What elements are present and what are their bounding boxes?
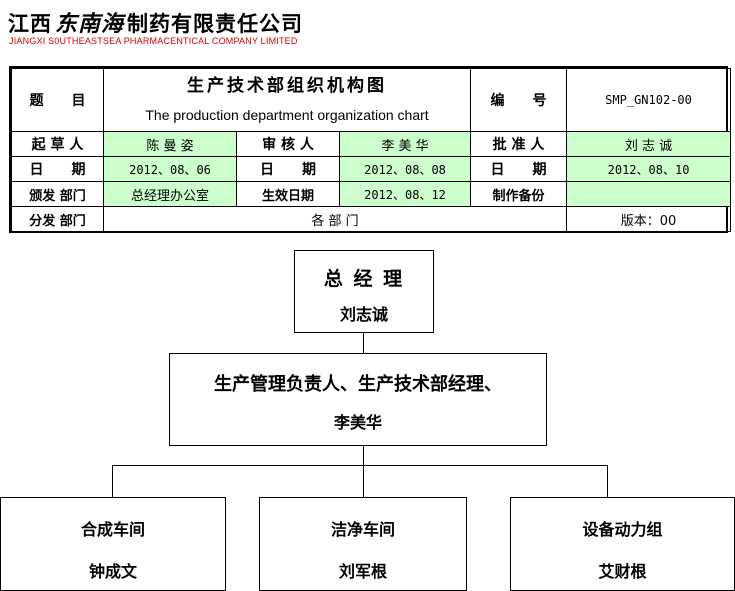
- node-name: 李美华: [333, 413, 382, 432]
- node-title: 总 经 理: [323, 268, 405, 290]
- connector-line: [363, 333, 364, 353]
- approver-label: 批 准 人: [470, 131, 568, 157]
- table-row: 分发 部门 各 部 门 版本：00: [11, 206, 732, 232]
- connector-line: [363, 465, 364, 497]
- review-date-value: 2012、08、08: [338, 156, 472, 182]
- org-node-synthesis-workshop: 合成车间 钟成文: [0, 497, 226, 591]
- approve-date-label: 日 期: [470, 156, 568, 182]
- document-info-table: 题 目 生产技术部组织机构图 The production department…: [11, 68, 732, 232]
- node-title: 洁净车间: [330, 520, 395, 539]
- node-name: 刘志诚: [339, 305, 388, 324]
- company-name-en: JIANGXI S0UTHEASTSEA PHARMACENTICAL COMP…: [9, 36, 298, 46]
- drafter-label: 起 草 人: [11, 131, 104, 157]
- code-value: SMP_GN102-00: [566, 68, 732, 132]
- version-text: 版本：00: [566, 206, 732, 232]
- table-row: 颁发 部门 总经理办公室 生效日期 2012、08、12 制作备份: [11, 181, 732, 207]
- document-title: 生产技术部组织机构图 The production department org…: [102, 68, 472, 132]
- connector-line: [607, 465, 608, 497]
- backup-value: [566, 181, 732, 207]
- table-row: 起 草 人 陈 曼 姿 审 核 人 李 美 华 批 准 人 刘 志 诚: [11, 131, 732, 157]
- logo-brand-calligraphy: 东南海: [55, 11, 125, 37]
- draft-date-label: 日 期: [11, 156, 104, 182]
- effective-date-value: 2012、08、12: [338, 181, 472, 207]
- company-logo: 江西东南海制药有限责任公司 JIANGXI S0UTHEASTSEA PHARM…: [8, 6, 338, 48]
- title-en: The production department organization c…: [145, 106, 429, 123]
- issue-dept-value: 总经理办公室: [103, 181, 237, 207]
- document-info-sheet: 题 目 生产技术部组织机构图 The production department…: [9, 66, 732, 233]
- issue-dept-label: 颁发 部门: [11, 181, 104, 207]
- connector-line: [112, 465, 608, 466]
- table-row: 题 目 生产技术部组织机构图 The production department…: [11, 68, 732, 132]
- table-row: 日 期 2012、08、06 日 期 2012、08、08 日 期 2012、0…: [11, 156, 732, 182]
- drafter-value: 陈 曼 姿: [103, 131, 237, 157]
- org-node-clean-workshop: 洁净车间 刘军根: [259, 497, 467, 591]
- review-date-label: 日 期: [236, 156, 340, 182]
- connector-line: [363, 446, 364, 466]
- node-name: 艾财根: [598, 562, 647, 581]
- org-node-production-manager: 生产管理负责人、生产技术部经理、 李美华: [169, 353, 547, 446]
- code-label: 编 号: [470, 68, 568, 132]
- draft-date-value: 2012、08、06: [103, 156, 237, 182]
- approve-date-value: 2012、08、10: [566, 156, 732, 182]
- logo-suffix: 制药有限责任公司: [127, 12, 304, 36]
- title-label: 题 目: [11, 68, 104, 132]
- logo-prefix: 江西: [8, 12, 52, 36]
- backup-label: 制作备份: [470, 181, 568, 207]
- reviewer-value: 李 美 华: [338, 131, 472, 157]
- company-name-cn: 江西东南海制药有限责任公司: [8, 6, 303, 38]
- node-name: 钟成文: [88, 562, 137, 581]
- reviewer-label: 审 核 人: [236, 131, 340, 157]
- distribution-value: 各 部 门: [102, 206, 568, 232]
- node-title: 设备动力组: [582, 520, 663, 539]
- effective-date-label: 生效日期: [236, 181, 340, 207]
- distribution-label: 分发 部门: [11, 206, 104, 232]
- org-node-general-manager: 总 经 理 刘志诚: [294, 250, 434, 333]
- approver-value: 刘 志 诚: [566, 131, 732, 157]
- node-name: 刘军根: [338, 562, 387, 581]
- title-cn: 生产技术部组织机构图: [187, 76, 388, 97]
- connector-line: [112, 465, 113, 497]
- node-title: 生产管理负责人、生产技术部经理、: [214, 374, 502, 395]
- org-node-equipment-power-group: 设备动力组 艾财根: [510, 497, 735, 591]
- node-title: 合成车间: [80, 520, 145, 539]
